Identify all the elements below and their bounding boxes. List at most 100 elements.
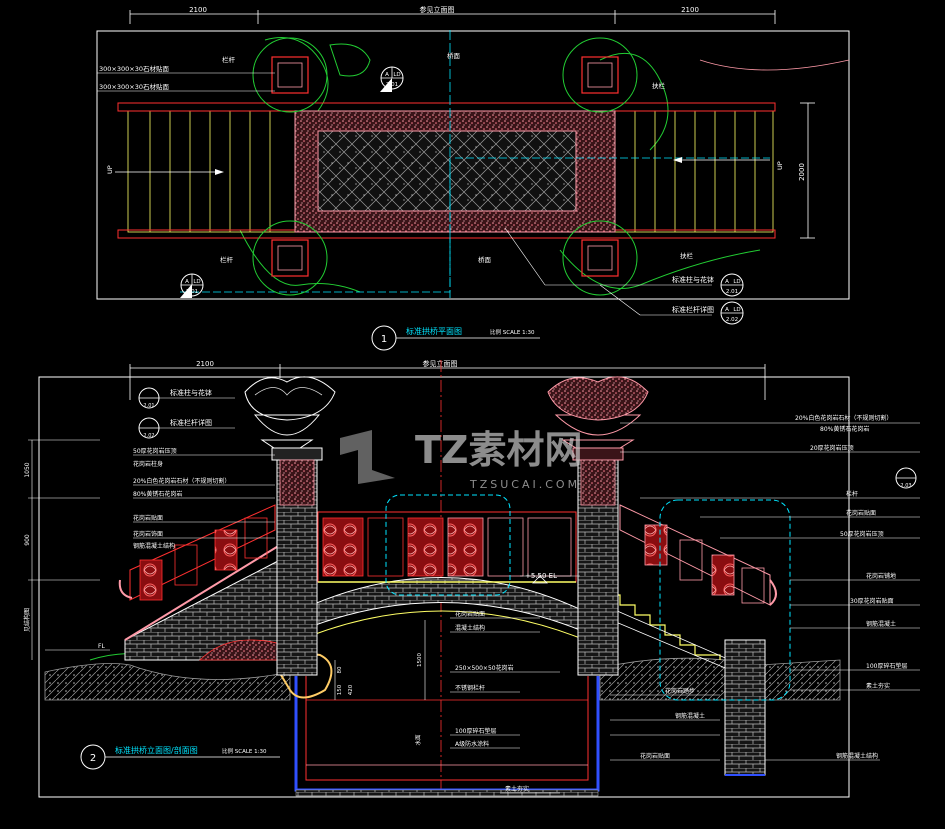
watermark-sub: TZSUCAI.COM: [469, 478, 580, 491]
svg-text:100厚碎石垫层: 100厚碎石垫层: [866, 662, 907, 670]
elev-level-fl: FL: [45, 643, 110, 651]
plan-post-br: [562, 220, 638, 296]
plan-stairs-left: [127, 110, 296, 233]
svg-text:素土夯实: 素土夯实: [505, 785, 529, 793]
svg-text:50厚花岗岩压顶: 50厚花岗岩压顶: [133, 447, 177, 455]
plan-up-left: UP: [106, 165, 224, 175]
svg-text:A: A: [725, 307, 729, 313]
svg-text:钢筋混凝土结构: 钢筋混凝土结构: [133, 542, 175, 550]
plan-post-bl: [252, 220, 328, 296]
svg-text:见结构图: 见结构图: [23, 608, 31, 632]
svg-text:A: A: [725, 279, 729, 285]
svg-text:钢筋混凝土: 钢筋混凝土: [866, 620, 896, 628]
elev-notes-left: 50厚花岗岩压顶 花岗岩柱身 20%白色花岗岩石材（不规则切割） 80%黄锈石花…: [133, 447, 275, 550]
plan-dim-center: 参见立面图: [420, 5, 455, 14]
svg-text:1050: 1050: [24, 462, 31, 477]
elev-post-left: [244, 376, 336, 676]
svg-text:LD: LD: [193, 279, 200, 285]
svg-text:+5.50 EL: +5.50 EL: [525, 572, 557, 580]
plan-label-rail-tr: 扶栏: [652, 81, 666, 90]
elev-notes-bottom: 100厚碎石垫层 A级防水涂料 素土夯实: [450, 727, 560, 794]
svg-text:80%黄锈石花岗岩: 80%黄锈石花岗岩: [133, 490, 182, 498]
svg-text:2.01: 2.01: [386, 82, 398, 88]
elev-notes-center: 花岗岩贴面 混凝土结构 250×500×50花岗岩 不锈钢栏杆: [450, 610, 560, 693]
elev-title: 标准拱桥立面图/剖面图: [115, 745, 198, 755]
watermark-main: TZ素材网: [415, 428, 582, 472]
elev-left-railing: [118, 504, 276, 601]
elev-notes-bottom-right: 花岗岩踏步 钢筋混凝土 花岗岩贴面 钢筋混凝土结构: [610, 687, 880, 761]
plan-section-mark-bottom: A LD 2.01: [180, 273, 204, 298]
plan-title-block: 1 标准拱桥平面图 比例 SCALE 1:30: [371, 325, 540, 351]
svg-text:钢筋混凝土: 钢筋混凝土: [675, 712, 705, 720]
svg-text:花岗岩饰面: 花岗岩饰面: [133, 530, 163, 538]
svg-text:LD: LD: [733, 279, 740, 285]
elev-title-block: 2 标准拱桥立面图/剖面图 比例 SCALE 1:30: [80, 744, 280, 770]
plan-label-rail-bl: 栏杆: [220, 255, 234, 264]
svg-text:20%白色花岗岩石材（不规则切割）: 20%白色花岗岩石材（不规则切割）: [795, 414, 892, 422]
elev-center-railing: [317, 511, 577, 583]
plan-post-tl: [252, 37, 328, 113]
svg-text:钢筋混凝土结构: 钢筋混凝土结构: [836, 752, 878, 760]
elev-dim-center: 参见立面图: [423, 359, 458, 368]
elev-right-railing: [619, 504, 777, 606]
svg-text:2.01: 2.01: [143, 403, 154, 409]
elev-right-stairs: [590, 584, 766, 776]
svg-text:A: A: [385, 72, 389, 78]
svg-text:栏杆: 栏杆: [846, 490, 858, 498]
plan-deck-center: [317, 130, 577, 212]
plan-post-tr: [562, 37, 638, 113]
elevation-view: 2100 参见立面图: [23, 359, 920, 798]
elev-notes-far-right: 花岗岩铺地 30厚花岗岩贴面 钢筋混凝土 100厚碎石垫层 素土夯实: [790, 572, 920, 691]
elev-notes-right: 20%白色花岗岩石材（不规则切割） 80%黄锈石花岗岩 20厚花岗岩压顶 栏杆 …: [620, 414, 920, 539]
elev-level-top: +5.50 EL: [520, 572, 580, 584]
svg-text:80: 80: [337, 666, 343, 673]
plan-callout-1-ref: A LD 2.01: [720, 273, 744, 297]
svg-text:20%白色花岗岩石材（不规则切割）: 20%白色花岗岩石材（不规则切割）: [133, 477, 230, 485]
svg-text:A级防水涂料: A级防水涂料: [455, 740, 489, 748]
svg-text:不锈钢栏杆: 不锈钢栏杆: [455, 684, 485, 692]
svg-text:20厚花岗岩压顶: 20厚花岗岩压顶: [810, 444, 854, 452]
svg-text:30厚花岗岩贴面: 30厚花岗岩贴面: [850, 597, 894, 605]
svg-text:FL: FL: [98, 643, 105, 650]
plan-callout-2: 标准栏杆详图: [672, 305, 714, 314]
svg-text:LD: LD: [393, 72, 400, 78]
svg-text:250×500×50花岗岩: 250×500×50花岗岩: [455, 664, 514, 672]
plan-scale: 比例 SCALE 1:30: [490, 328, 535, 336]
svg-text:花岗岩铺地: 花岗岩铺地: [866, 572, 896, 580]
svg-text:420: 420: [348, 684, 354, 695]
svg-text:1500: 1500: [417, 653, 423, 667]
plan-up-right: UP: [673, 157, 784, 170]
plan-title: 标准拱桥平面图: [406, 326, 462, 336]
plan-rail-top: [117, 102, 776, 112]
elev-callout-rail: 2.02 标准栏杆详图: [138, 417, 235, 439]
svg-text:LD: LD: [733, 307, 740, 313]
svg-text:素土夯实: 素土夯实: [866, 682, 890, 690]
svg-text:花岗岩贴面: 花岗岩贴面: [640, 752, 670, 760]
elevation-frame: [38, 376, 850, 798]
plan-label-center: 桥面: [447, 51, 461, 60]
plan-label-rail-tl: 栏杆: [222, 55, 236, 64]
watermark: TZ素材网 TZSUCAI.COM: [340, 428, 582, 491]
elev-right-abutment: [724, 639, 766, 776]
plan-section-mark-top: A LD 2.01: [380, 66, 404, 92]
plan-callout-2-ref: A LD 2.02: [720, 301, 744, 325]
svg-text:标准柱与花钵: 标准柱与花钵: [170, 388, 212, 397]
elev-dim-left: 2100: [196, 360, 214, 368]
elev-callout-post: 2.01 标准柱与花钵: [138, 387, 235, 409]
elev-callout-right: 2.03: [895, 467, 917, 489]
elev-post-right: [547, 376, 649, 676]
svg-text:2.02: 2.02: [143, 433, 154, 439]
svg-text:UP: UP: [106, 165, 114, 174]
plan-label-deck-b: 桥面: [478, 255, 492, 264]
plan-title-number: 1: [381, 334, 387, 345]
plan-label-rail-br: 扶栏: [680, 251, 694, 260]
elev-dims-small: 80 150 420 1500 水面: [334, 620, 426, 746]
elev-dims-left: 1050 900 见结构图: [23, 439, 100, 660]
plan-view: 2100 参见立面图 2100: [96, 5, 850, 351]
svg-text:150: 150: [337, 684, 343, 695]
elev-scale: 比例 SCALE 1:30: [222, 747, 267, 755]
svg-text:花岗岩贴面: 花岗岩贴面: [455, 610, 485, 618]
plan-stairs-right: [614, 110, 774, 233]
svg-text:花岗岩柱身: 花岗岩柱身: [133, 460, 163, 468]
